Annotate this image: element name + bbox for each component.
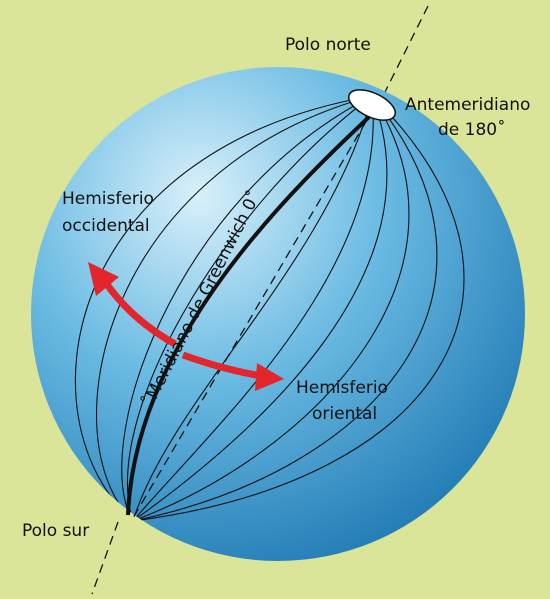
polar-axis-bottom <box>91 521 119 595</box>
south-pole-label: Polo sur <box>22 521 89 541</box>
meridian-line <box>132 95 438 522</box>
north-pole-label: Polo norte <box>285 35 371 55</box>
antimeridian-label-line2: de 180˚ <box>438 119 506 140</box>
polar-axis-inner <box>132 107 375 519</box>
meridian-line <box>121 95 373 522</box>
west-hemisphere-label-line2: occidental <box>62 216 150 236</box>
north-pole-cap <box>348 89 396 121</box>
meridian-line <box>132 95 373 522</box>
hemisphere-arrows <box>88 262 284 391</box>
globe-sphere <box>31 67 525 561</box>
west-arrow-head <box>88 262 119 296</box>
east-arrow-head <box>255 363 284 391</box>
east-hemisphere-label-line1: Hemisferio <box>296 378 388 398</box>
meridian-line <box>132 95 465 522</box>
east-arrow-shaft <box>181 351 263 380</box>
east-hemisphere-label-line2: oriental <box>312 404 377 424</box>
prime-meridian-line <box>126 102 385 516</box>
meridian-lines <box>74 95 465 522</box>
west-arrow-shaft <box>103 280 177 348</box>
meridian-line <box>132 95 388 522</box>
meridian-line <box>132 95 374 522</box>
west-hemisphere-label-line1: Hemisferio <box>62 189 154 209</box>
meridian-line <box>127 95 373 522</box>
antimeridian-label-line1: Antemeridiano <box>405 95 530 115</box>
polar-axis-top <box>384 5 429 93</box>
meridian-line <box>74 95 373 522</box>
meridian-line <box>96 95 373 522</box>
meridian-line <box>132 95 410 522</box>
